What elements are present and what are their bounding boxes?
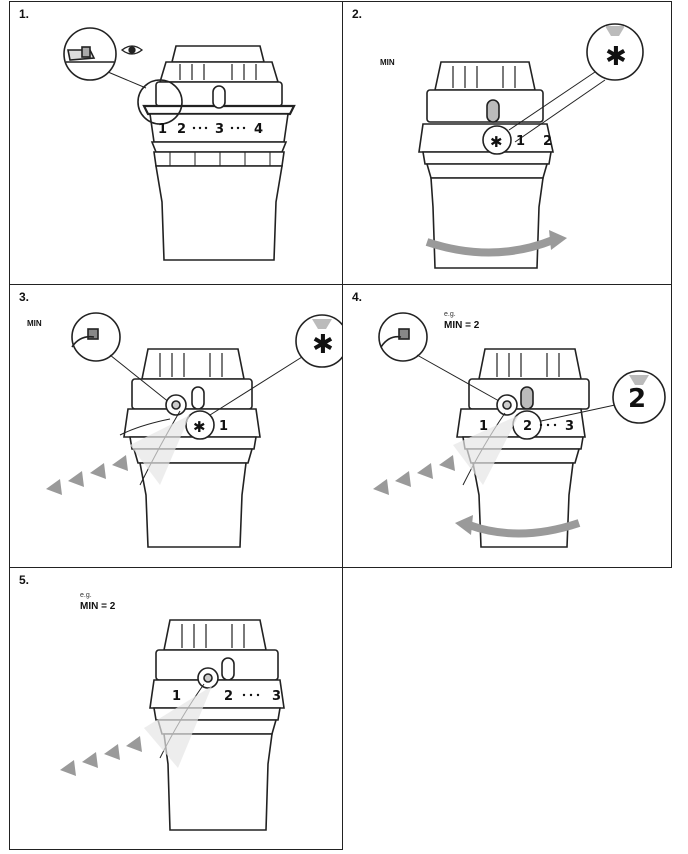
dial-label-2: 2 xyxy=(523,419,532,434)
dial-label-1: 1 xyxy=(172,689,181,704)
step-5-panel: 5. e.g. MIN = 2 xyxy=(9,567,343,850)
step-1-panel: 1. xyxy=(9,1,343,285)
min-callout-value: 2 xyxy=(628,384,646,414)
eye-icon xyxy=(120,45,144,55)
dial-label-1: 1 xyxy=(219,419,228,434)
valve-illustration: 1 2 3 4 xyxy=(63,27,296,261)
dial-label-3: 3 xyxy=(215,122,224,137)
step-number: 2. xyxy=(352,7,363,21)
valve-illustration: 1 2 3 2 xyxy=(373,312,666,548)
dial-label-3: 3 xyxy=(565,419,574,434)
snowflake-icon: ✱ xyxy=(490,133,503,151)
min-setting: MIN = 2 xyxy=(444,320,480,331)
valve-illustration: ✱ 1 2 ✱ xyxy=(418,23,644,269)
example-label: e.g. xyxy=(80,592,92,599)
step-number: 1. xyxy=(19,7,30,21)
example-label: e.g. xyxy=(444,311,456,318)
valve-illustration: 1 2 3 xyxy=(60,619,285,831)
dial-label-2: 2 xyxy=(177,122,186,137)
dial-label-2: 2 xyxy=(543,134,552,149)
dial-label-1: 1 xyxy=(479,419,488,434)
snowflake-callout-icon: ✱ xyxy=(605,42,627,72)
step-number: 3. xyxy=(19,290,30,304)
step-4-panel: 4. e.g. MIN = 2 xyxy=(342,284,672,568)
pointer-arrows-icon xyxy=(60,736,142,776)
dial-label-3: 3 xyxy=(272,689,281,704)
pointer-arrows-icon xyxy=(46,455,128,495)
dial-label-1: 1 xyxy=(158,122,167,137)
pointer-arrows-icon xyxy=(373,455,455,495)
step-number: 4. xyxy=(352,290,363,304)
snowflake-callout-icon: ✱ xyxy=(312,330,334,360)
dial-label-4: 4 xyxy=(254,122,263,137)
snowflake-icon: ✱ xyxy=(193,418,206,436)
valve-illustration: ✱ 1 ✱ xyxy=(46,312,344,548)
rotation-arrow-icon xyxy=(425,236,555,257)
dial-label-2: 2 xyxy=(224,689,233,704)
dial-scale: 1 2 3 4 xyxy=(158,122,263,137)
step-number: 5. xyxy=(19,573,30,587)
step-3-panel: 3. MIN xyxy=(9,284,344,568)
min-setting: MIN = 2 xyxy=(80,601,116,612)
min-label: MIN xyxy=(380,58,395,67)
dial-label-1: 1 xyxy=(516,134,525,149)
min-label: MIN xyxy=(27,319,42,328)
rotation-arrow-icon xyxy=(467,519,581,538)
step-2-panel: 2. MIN ✱ 1 xyxy=(342,1,672,285)
